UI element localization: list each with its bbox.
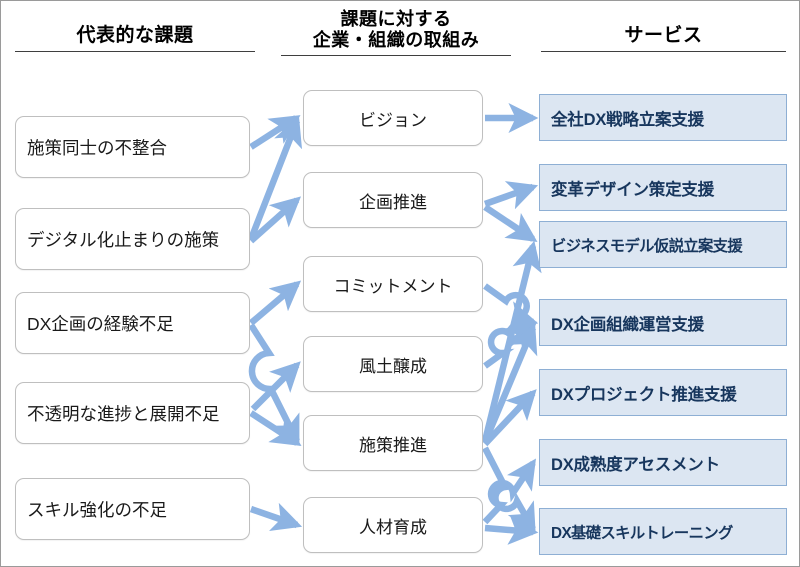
service-label-1: 全社DX戦略立案支援 (551, 110, 704, 129)
connector-effort5-service5 (482, 389, 537, 447)
connector-effort2-service2 (483, 181, 539, 210)
connector-effort5-service3 (481, 240, 542, 442)
column-header-issues: 代表的な課題 (15, 25, 255, 53)
service-box-5[interactable]: DXプロジェクト推進支援 (539, 369, 787, 416)
service-label-7: DX基礎スキルトレーニング (551, 524, 733, 542)
connector-issue3-effort3 (248, 280, 302, 326)
connector-effort3-service4 (483, 283, 539, 331)
column-header-services-rule (541, 51, 786, 53)
column-header-issues-label: 代表的な課題 (76, 25, 194, 46)
effort-label-5: 施策推進 (359, 435, 427, 455)
issue-box-3[interactable]: DX企画の経験不足 (15, 292, 250, 354)
column-header-efforts: 課題に対する 企業・組織の取組み (281, 9, 511, 57)
column-header-efforts-rule (281, 55, 511, 57)
connector-issue2-effort1 (247, 115, 303, 241)
issue-label-5: スキル強化の不足 (27, 499, 167, 520)
service-box-4[interactable]: DX企画組織運営支援 (539, 299, 787, 346)
column-header-efforts-label-line2: 企業・組織の取組み (312, 30, 480, 51)
service-box-2[interactable]: 変革デザイン策定支援 (539, 164, 787, 211)
connector-effort5-service4 (482, 323, 538, 444)
connector-issue4-effort4 (250, 361, 301, 412)
connector-issue4-effort5 (249, 410, 302, 446)
column-header-services-label: サービス (624, 25, 703, 46)
effort-box-1[interactable]: ビジョン (303, 90, 483, 146)
effort-box-4[interactable]: 風土醸成 (303, 336, 483, 392)
service-label-6: DX成熟度アセスメント (551, 455, 720, 474)
issue-label-3: DX企画の経験不足 (27, 313, 174, 334)
issue-label-4: 不透明な進捗と展開不足 (27, 403, 220, 424)
connector-issue5-effort6 (249, 502, 303, 532)
effort-box-5[interactable]: 施策推進 (303, 415, 483, 471)
connector-issue3-effort5 (248, 323, 300, 446)
effort-label-3: コミットメント (333, 276, 453, 296)
issue-box-5[interactable]: スキル強化の不足 (15, 478, 250, 540)
column-header-services: サービス (541, 25, 786, 53)
issue-box-4[interactable]: 不透明な進捗と展開不足 (15, 382, 250, 444)
effort-box-2[interactable]: 企画推進 (303, 172, 483, 228)
service-box-7[interactable]: DX基礎スキルトレーニング (539, 508, 787, 555)
effort-box-6[interactable]: 人材育成 (303, 497, 483, 553)
effort-label-6: 人材育成 (359, 517, 427, 537)
effort-label-1: ビジョン (359, 110, 427, 130)
service-label-3: ビジネスモデル仮説立案支援 (551, 237, 743, 255)
effort-label-2: 企画推進 (359, 192, 427, 212)
issue-box-2[interactable]: デジタル化止まりの施策 (15, 208, 250, 270)
service-box-3[interactable]: ビジネスモデル仮説立案支援 (539, 221, 787, 268)
issue-label-2: デジタル化止まりの施策 (27, 229, 220, 250)
column-header-issues-rule (15, 51, 255, 53)
effort-label-4: 風土醸成 (359, 356, 427, 376)
effort-box-3[interactable]: コミットメント (303, 256, 483, 312)
connector-effort2-service3 (483, 204, 538, 242)
column-header-efforts-label-line1: 課題に対する (340, 9, 452, 29)
issue-box-1[interactable]: 施策同士の不整合 (15, 116, 250, 178)
issue-label-1: 施策同士の不整合 (27, 137, 167, 158)
connector-effort6-service7 (484, 515, 539, 545)
service-label-2: 変革デザイン策定支援 (551, 180, 715, 199)
service-box-1[interactable]: 全社DX戦略立案支援 (539, 94, 787, 141)
connector-effort6-service6 (482, 458, 536, 525)
service-label-4: DX企画組織運営支援 (551, 315, 704, 334)
service-label-5: DXプロジェクト推進支援 (551, 385, 737, 404)
service-box-6[interactable]: DX成熟度アセスメント (539, 439, 787, 486)
connector-issue2-effort2 (248, 196, 302, 244)
